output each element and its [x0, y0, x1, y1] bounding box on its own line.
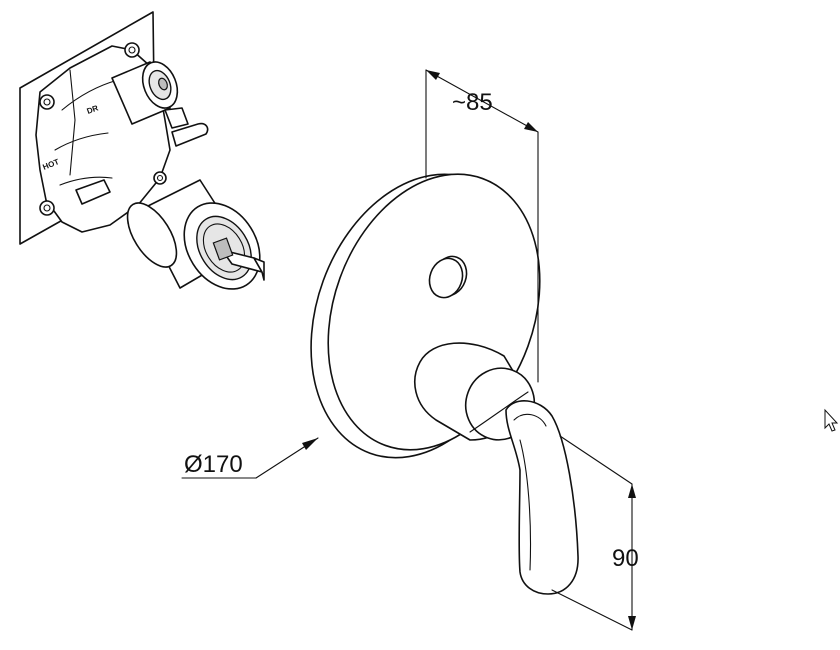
- rough-in-valve-body: DR HOT: [19, 11, 265, 290]
- mounting-hole: [124, 42, 140, 58]
- mounting-hole: [153, 171, 167, 185]
- lever-handle: [505, 400, 579, 595]
- lever-height-value: 90: [612, 545, 639, 572]
- depth-value: ~85: [452, 89, 493, 116]
- mounting-hole: [39, 200, 55, 216]
- dimension-depth: ~85: [425, 69, 539, 383]
- mixer-cartridge: [126, 179, 265, 290]
- pipe-stub-right: [171, 122, 209, 147]
- diverter-cartridge: [111, 61, 189, 129]
- diameter-value: Ø170: [184, 451, 243, 478]
- pipe-stub-left: [75, 179, 111, 205]
- dimension-lever-height: 90: [551, 435, 639, 631]
- diverter-knob: [428, 255, 468, 299]
- dimension-diameter: Ø170: [181, 437, 319, 479]
- trim-assembly: [310, 173, 579, 595]
- mouse-pointer-icon: [824, 408, 839, 432]
- mounting-hole: [39, 94, 55, 110]
- label-top: DR: [86, 103, 100, 115]
